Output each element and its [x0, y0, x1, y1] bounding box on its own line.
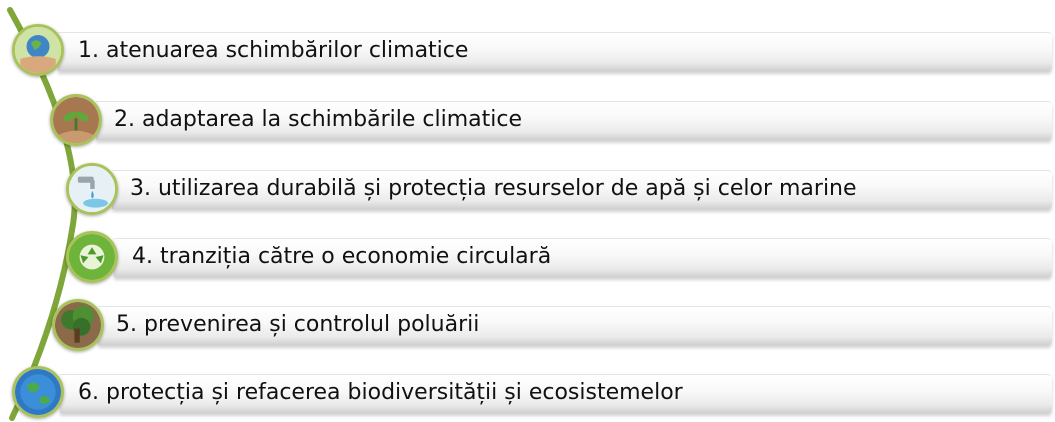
item-bar — [98, 306, 1052, 345]
item-label: 2. adaptarea la schimbările climatice — [114, 107, 523, 132]
item-bar — [96, 101, 1052, 140]
tree-icon — [52, 299, 104, 351]
item-bar — [60, 374, 1052, 413]
list-item: 6. protecția și refacerea biodiversități… — [60, 374, 1052, 413]
item-label: 4. tranziția către o economie circulară — [132, 244, 552, 269]
list-item: 3. utilizarea durabilă și protecția resu… — [112, 170, 1052, 209]
item-label: 5. prevenirea și controlul poluării — [116, 312, 480, 337]
item-label: 3. utilizarea durabilă și protecția resu… — [130, 176, 857, 201]
recycle-icon — [66, 231, 118, 283]
list-item: 2. adaptarea la schimbările climatice — [96, 101, 1052, 140]
item-bar — [58, 32, 1052, 71]
globe-hands-icon — [12, 24, 64, 76]
list-item: 5. prevenirea și controlul poluării — [98, 306, 1052, 345]
item-label: 1. atenuarea schimbărilor climatice — [78, 38, 469, 63]
earth-icon — [12, 366, 64, 418]
item-label: 6. protecția și refacerea biodiversități… — [78, 380, 683, 405]
plant-hands-icon — [50, 94, 102, 146]
list-item: 4. tranziția către o economie circulară — [114, 238, 1052, 277]
item-bar — [114, 238, 1052, 277]
list-item: 1. atenuarea schimbărilor climatice — [58, 32, 1052, 71]
water-tap-icon — [66, 163, 118, 215]
item-bar — [112, 170, 1052, 209]
